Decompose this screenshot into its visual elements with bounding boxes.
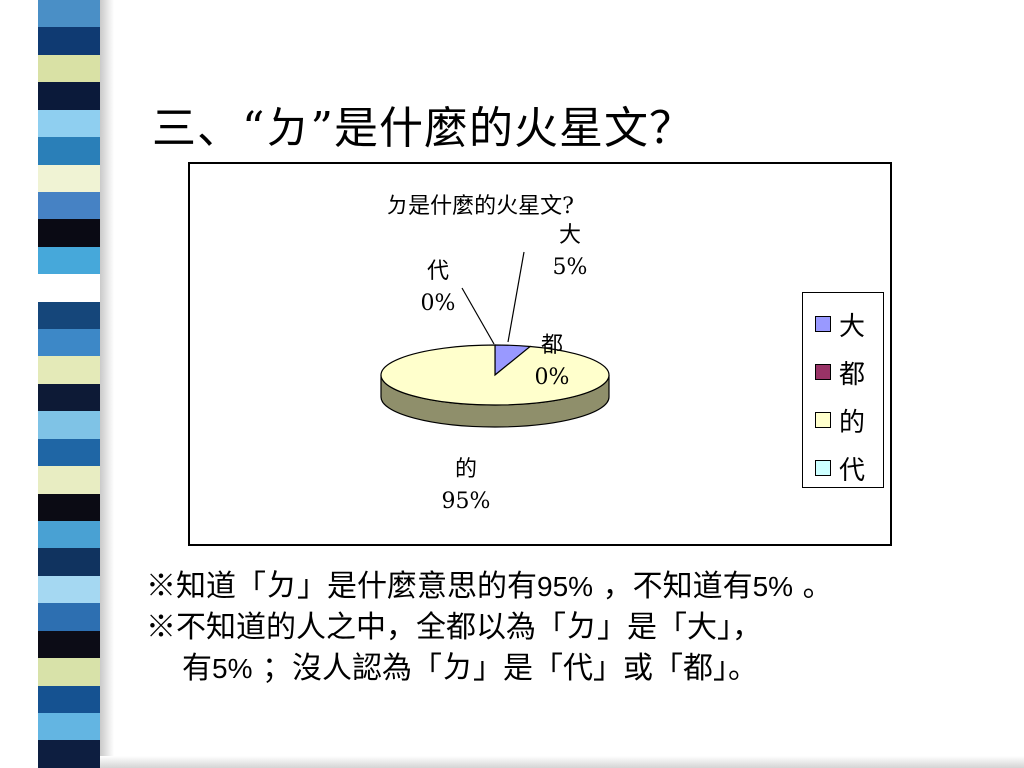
stripe xyxy=(38,740,100,768)
note-1-end: 。 xyxy=(793,569,833,604)
stripe xyxy=(38,219,100,247)
stripe xyxy=(38,0,100,28)
data-label-de-category: 的 xyxy=(454,457,477,482)
note-1-bopo: ㄉ xyxy=(266,568,297,604)
legend-item-de: 的 xyxy=(815,405,865,438)
note-3-mid: ；沒人認為「 xyxy=(252,651,443,686)
stripe xyxy=(38,548,100,576)
data-label-dai-category: 代 xyxy=(426,259,449,284)
stripe xyxy=(38,712,100,741)
data-label-du-value: 0% xyxy=(534,365,570,390)
note-3-prefix: 有 xyxy=(182,651,212,686)
legend-label-da: 大 xyxy=(839,311,866,342)
legend-label-dai: 代 xyxy=(839,455,866,486)
leader-line-dai xyxy=(461,287,495,345)
legend-swatch-du xyxy=(815,364,831,380)
stripe xyxy=(38,191,100,220)
notes-block: ※知道「ㄉ」是什麼意思的有95% ，不知道有5% 。 ※不知道的人之中，全都以為… xyxy=(146,566,1016,689)
stripe xyxy=(38,82,100,110)
stripe xyxy=(38,164,100,192)
stripe xyxy=(38,109,100,138)
note-1-prefix: ※知道「 xyxy=(146,569,266,604)
data-label-dai-value: 0% xyxy=(420,291,456,316)
legend-item-dai: 代 xyxy=(815,453,865,486)
pie-slice-的 xyxy=(380,344,610,406)
note-2-prefix: ※不知道的人之中，全都以為「 xyxy=(146,610,566,645)
chart-title: ㄉ是什麼的火星文? xyxy=(386,194,574,219)
stripe xyxy=(38,27,100,55)
stripe xyxy=(38,246,100,275)
note-1-pct-known: 95% xyxy=(537,571,594,602)
stripe-shadow xyxy=(100,0,114,768)
stripe xyxy=(38,658,100,686)
stripe xyxy=(38,575,100,604)
note-3-pct: 5% xyxy=(212,653,253,684)
data-label-da-value: 5% xyxy=(552,255,588,280)
note-2-end: 」是「大」， xyxy=(597,610,762,645)
data-label-du: 都 0% xyxy=(522,330,582,394)
data-label-dai: 代 0% xyxy=(408,256,468,320)
leader-line-da xyxy=(507,251,525,343)
data-label-de-value: 95% xyxy=(441,489,491,514)
legend-swatch-da xyxy=(815,316,831,332)
note-line-2: ※不知道的人之中，全都以為「ㄉ」是「大」， xyxy=(146,607,1016,648)
note-line-1: ※知道「ㄉ」是什麼意思的有95% ，不知道有5% 。 xyxy=(146,566,1016,607)
decorative-stripe-bar xyxy=(38,0,100,768)
note-3-bopo: ㄉ xyxy=(442,650,474,686)
pie-chart-frame: ㄉ是什麼的火星文? 大 5% 代 0% 都 0% 的 95% 大 都 的 代 xyxy=(188,162,892,546)
stripe xyxy=(38,521,100,549)
data-label-du-category: 都 xyxy=(540,333,563,358)
stripe xyxy=(38,685,100,713)
legend-label-du: 都 xyxy=(839,359,866,390)
note-1-pct-unknown: 5% xyxy=(752,571,794,602)
bottom-shadow xyxy=(100,756,1024,768)
note-2-bopo: ㄉ xyxy=(566,609,597,645)
stripe xyxy=(38,630,100,659)
chart-legend: 大 都 的 代 xyxy=(802,292,884,488)
slide-title: 三、“ㄉ”是什麼的火星文？ xyxy=(152,103,694,154)
note-1-mid2: ，不知道有 xyxy=(593,569,753,604)
note-3-end: 」是「代」或「都」。 xyxy=(473,651,759,686)
stripe xyxy=(38,603,100,631)
stripe xyxy=(38,411,100,439)
legend-swatch-de xyxy=(815,412,831,428)
stripe xyxy=(38,274,100,302)
stripe xyxy=(38,383,100,412)
stripe xyxy=(38,137,100,165)
data-label-da: 大 5% xyxy=(540,220,600,284)
data-label-da-category: 大 xyxy=(558,223,581,248)
stripe xyxy=(38,356,100,384)
stripe xyxy=(38,329,100,357)
legend-swatch-dai xyxy=(815,460,831,476)
stripe xyxy=(38,493,100,522)
pie-chart-svg xyxy=(380,251,610,428)
stripe xyxy=(38,438,100,467)
legend-label-de: 的 xyxy=(839,407,866,438)
note-1-mid: 」是什麼意思的有 xyxy=(297,569,537,604)
stripe xyxy=(38,301,100,330)
stripe xyxy=(38,54,100,83)
legend-item-du: 都 xyxy=(815,357,865,390)
stripe xyxy=(38,466,100,494)
note-line-3: 有5% ；沒人認為「ㄉ」是「代」或「都」。 xyxy=(146,648,1016,689)
legend-item-da: 大 xyxy=(815,309,865,342)
data-label-de: 的 95% xyxy=(426,454,506,518)
